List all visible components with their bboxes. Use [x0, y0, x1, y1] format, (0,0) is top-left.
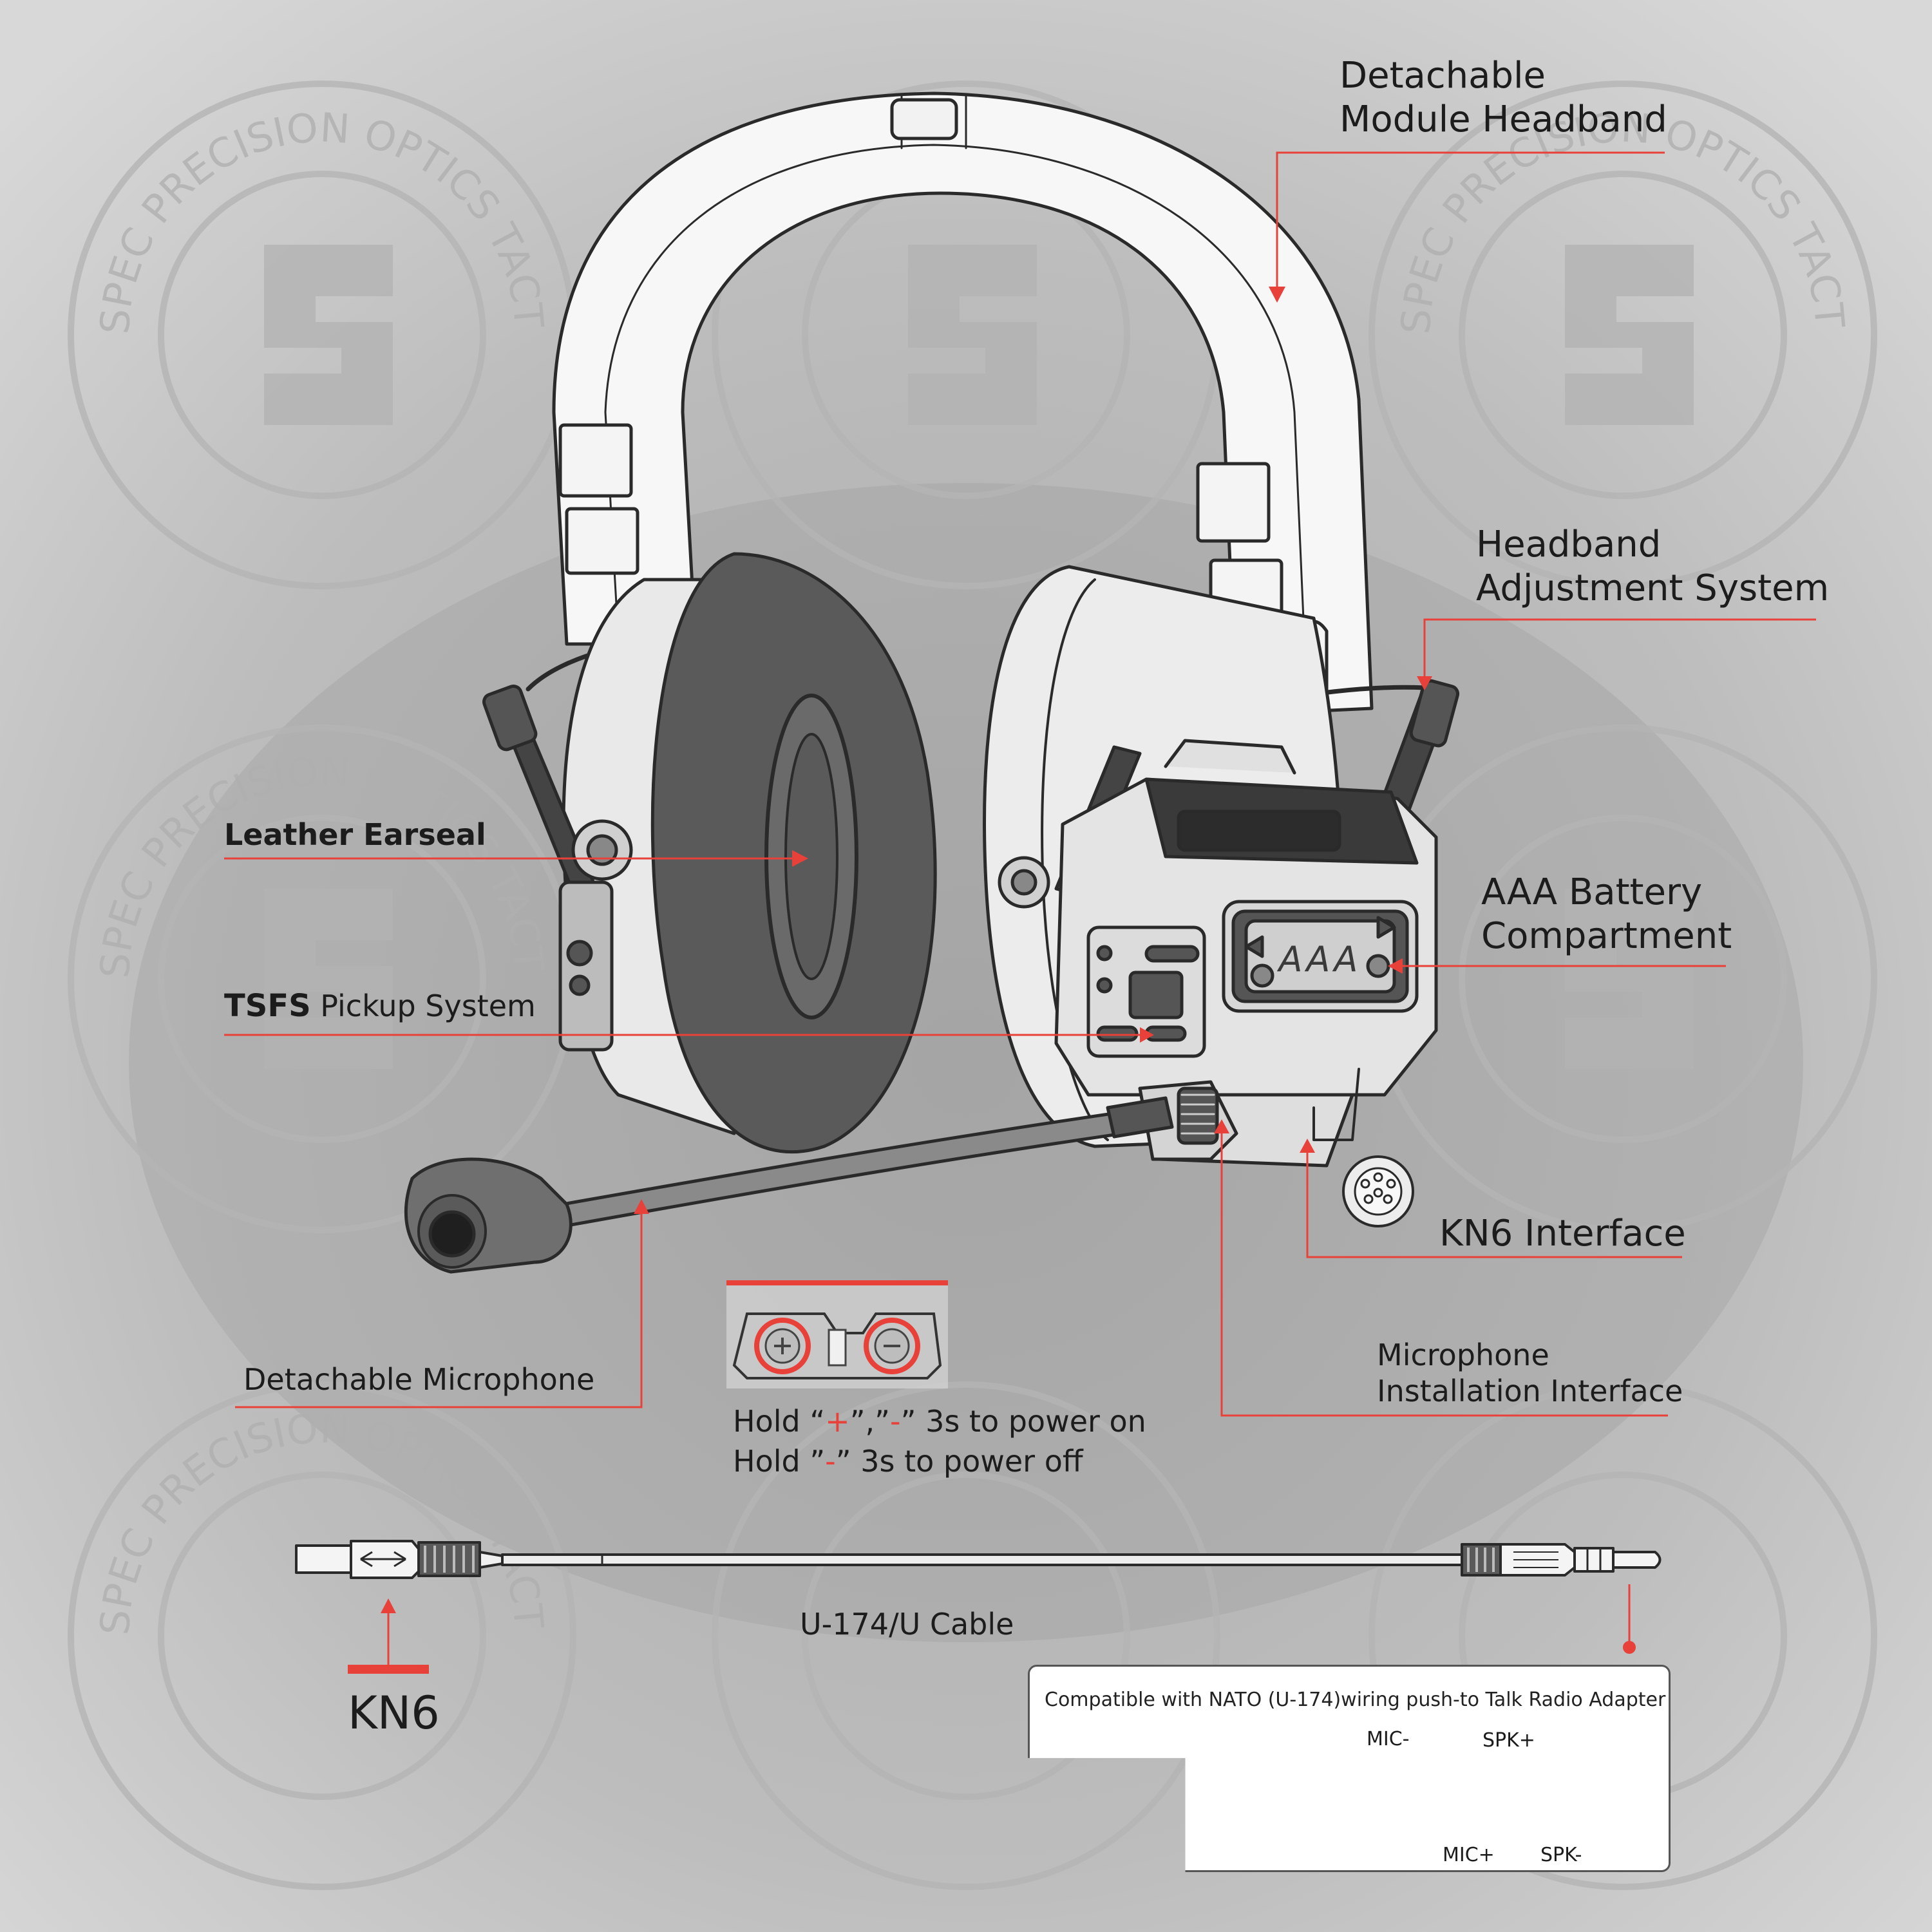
label-detachable-mic: Detachable Microphone	[243, 1362, 595, 1397]
plus-button-icon	[754, 1318, 811, 1374]
label-tsfs-rest: Pickup System	[310, 989, 536, 1023]
u174-cable	[295, 1540, 1662, 1579]
label-adjustment: Headband Adjustment System	[1476, 523, 1829, 611]
pin-spk-minus: SPK-	[1540, 1844, 1582, 1866]
minus-button-icon	[864, 1318, 920, 1374]
headband-slider-left	[558, 423, 633, 498]
label-mic-install: Microphone Installation Interface	[1377, 1337, 1683, 1409]
headband-slider-right	[1196, 462, 1271, 543]
label-earseal: Leather Earseal	[224, 817, 486, 852]
kn6-socket-icon	[1342, 1155, 1414, 1227]
label-mic-install-line1: Microphone	[1377, 1338, 1549, 1372]
pin-mic-minus: MIC-	[1367, 1728, 1410, 1750]
label-kn6-interface: KN6 Interface	[1439, 1213, 1686, 1255]
label-adjustment-line1: Headband	[1476, 524, 1662, 565]
label-battery-line2: Compartment	[1481, 915, 1732, 957]
label-headband: Detachable Module Headband	[1340, 54, 1667, 142]
pin-mic-plus: MIC+	[1443, 1844, 1495, 1866]
ptt-title: Compatible with NATO (U-174)wiring push-…	[1045, 1689, 1666, 1711]
label-battery-line1: AAA Battery	[1481, 871, 1703, 913]
label-cable: U-174/U Cable	[800, 1607, 1014, 1642]
label-mic-install-line2: Installation Interface	[1377, 1374, 1683, 1408]
label-battery: AAA Battery Compartment	[1481, 871, 1732, 958]
power-off-instruction: Hold ”-” 3s to power off	[733, 1444, 1083, 1479]
pin-spk-plus: SPK+	[1482, 1729, 1535, 1752]
label-kn6: KN6	[348, 1687, 440, 1739]
battery-cover-text: AAA	[1277, 939, 1362, 980]
label-adjustment-line2: Adjustment System	[1476, 567, 1830, 609]
label-headband-line1: Detachable	[1340, 55, 1546, 97]
label-tsfs-bold: TSFS	[224, 988, 311, 1024]
label-tsfs: TSFS Pickup System	[224, 988, 536, 1024]
label-headband-line2: Module Headband	[1340, 99, 1667, 140]
power-instructions: Hold “+”,”-” 3s to power on Hold ”-” 3s …	[733, 1401, 1146, 1481]
headset: AAA	[404, 91, 1460, 1274]
headband	[552, 91, 1374, 717]
power-on-instruction: Hold “+”,”-” 3s to power on	[733, 1404, 1146, 1439]
power-button-inset	[726, 1280, 948, 1388]
